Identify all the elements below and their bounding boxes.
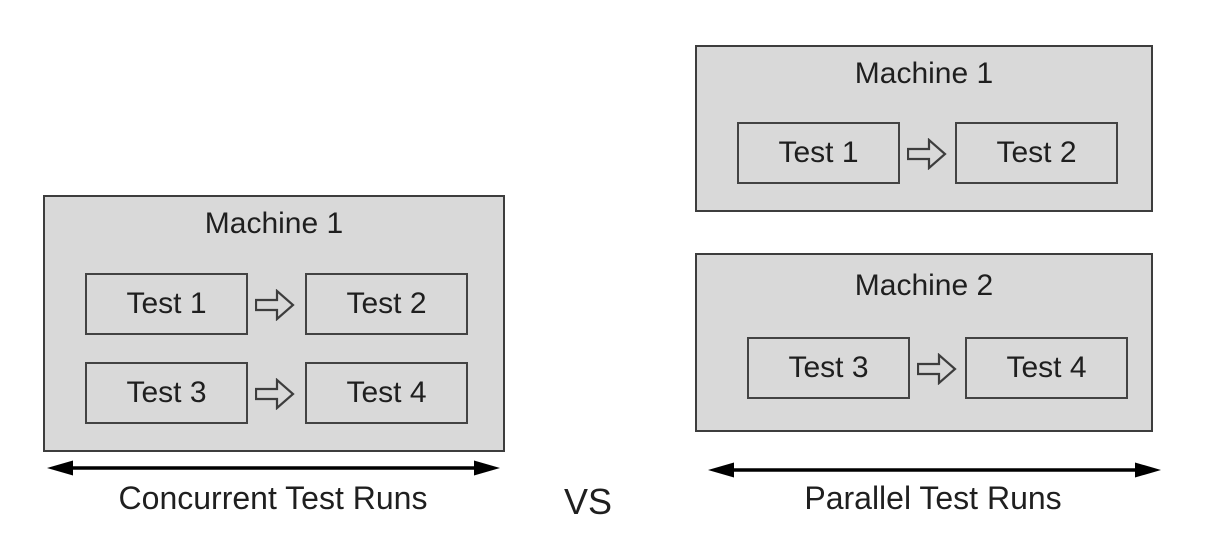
machine-box-parallel-1: Machine 1 Test 1 Test 2 — [695, 45, 1153, 212]
block-arrow-right-icon — [255, 378, 295, 410]
caption-parallel: Parallel Test Runs — [804, 480, 1062, 516]
test-box: Test 1 — [737, 122, 900, 184]
test-box: Test 4 — [305, 362, 468, 424]
machine-title: Machine 1 — [854, 57, 994, 90]
block-arrow-right-icon — [907, 138, 947, 170]
test-box: Test 2 — [955, 122, 1118, 184]
machine-box-concurrent: Machine 1 Test 1 Test 2 Test 3 Test 4 — [43, 195, 505, 452]
test-box: Test 2 — [305, 273, 468, 335]
double-headed-arrow-icon — [47, 460, 500, 476]
test-box: Test 4 — [965, 337, 1128, 399]
vs-label: VS — [564, 481, 613, 522]
machine-title: Machine 1 — [204, 207, 344, 240]
double-headed-arrow-icon — [708, 462, 1161, 478]
test-box: Test 3 — [85, 362, 248, 424]
machine-box-parallel-2: Machine 2 Test 3 Test 4 — [695, 253, 1153, 432]
block-arrow-right-icon — [917, 353, 957, 385]
test-box: Test 1 — [85, 273, 248, 335]
block-arrow-right-icon — [255, 289, 295, 321]
caption-concurrent: Concurrent Test Runs — [118, 480, 428, 516]
machine-title: Machine 2 — [854, 269, 994, 302]
test-box: Test 3 — [747, 337, 910, 399]
